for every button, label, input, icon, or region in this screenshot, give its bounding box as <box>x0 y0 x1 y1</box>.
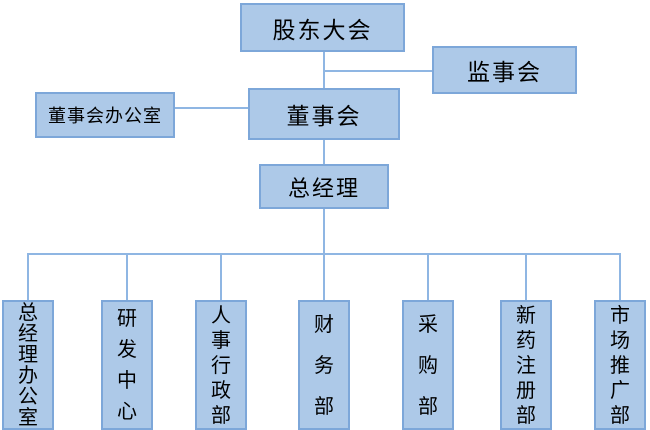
dept-label: 总经理办公室 <box>18 300 38 429</box>
dept-label: 研发中心 <box>117 306 137 423</box>
dept-label: 采购部 <box>418 311 438 418</box>
node-board-of-directors: 董事会 <box>248 88 400 140</box>
node-supervisory-board: 监事会 <box>432 46 577 94</box>
dept-label: 新药注册部 <box>516 302 536 427</box>
connector-drop-dept-4 <box>323 253 325 300</box>
connector-drop-dept-2 <box>126 253 128 300</box>
node-dept-gm-office: 总经理办公室 <box>2 300 54 430</box>
dept-label: 人事行政部 <box>211 302 231 427</box>
node-dept-hr-admin: 人事行政部 <box>195 300 247 430</box>
node-shareholders-meeting: 股东大会 <box>240 3 405 52</box>
node-board-office: 董事会办公室 <box>35 92 175 138</box>
node-general-manager: 总经理 <box>259 164 389 209</box>
connector-drop-dept-3 <box>220 253 222 300</box>
node-dept-marketing: 市场推广部 <box>594 300 646 430</box>
connector-drop-dept-5 <box>427 253 429 300</box>
dept-label: 财务部 <box>314 311 334 418</box>
node-dept-rd-center: 研发中心 <box>101 300 153 430</box>
node-dept-finance: 财务部 <box>298 300 350 430</box>
connector-board-office-to-board <box>175 107 248 109</box>
connector-drop-dept-6 <box>525 253 527 300</box>
connector-drop-dept-7 <box>619 253 621 300</box>
node-dept-drug-registration: 新药注册部 <box>500 300 552 430</box>
connector-to-supervisory-board <box>323 70 432 72</box>
connector-board-to-gm <box>323 140 325 164</box>
node-dept-procurement: 采购部 <box>402 300 454 430</box>
dept-label: 市场推广部 <box>610 302 630 427</box>
connector-drop-dept-1 <box>27 253 29 300</box>
connector-gm-to-bus <box>323 209 325 254</box>
